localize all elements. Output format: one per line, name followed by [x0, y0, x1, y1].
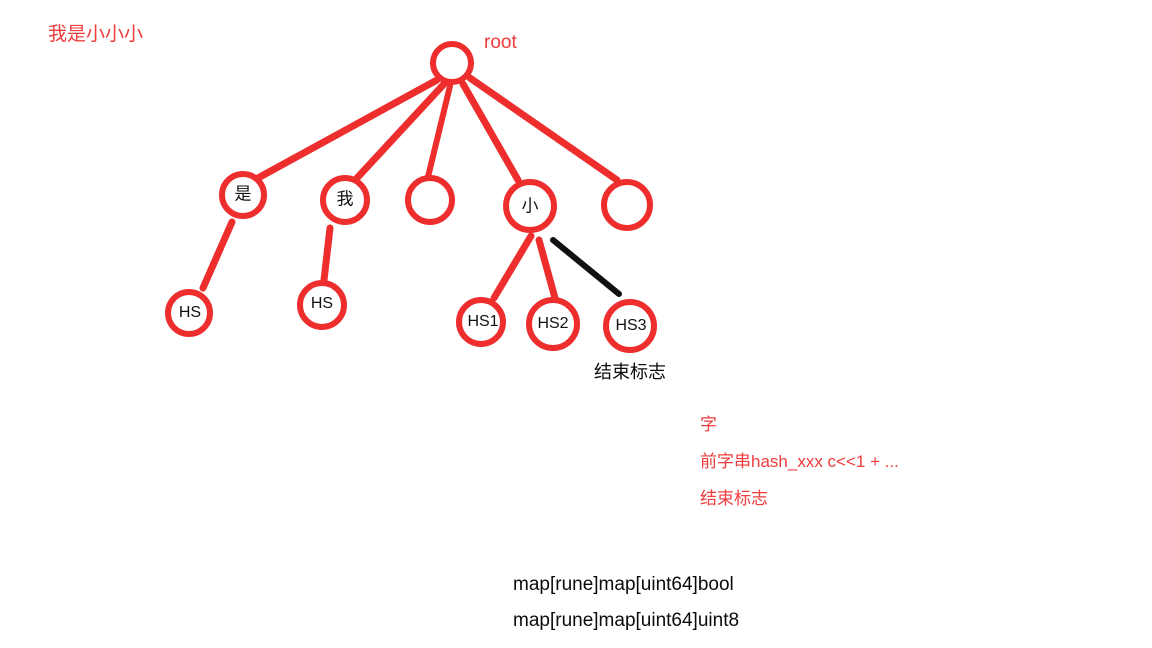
edges-level2-to-level3	[199, 218, 622, 302]
node-shi[interactable]	[219, 171, 267, 219]
node-circles	[165, 41, 657, 353]
legend-note-block: 字 前字串hash_xxx c<<1 + ... 结束标志	[700, 410, 899, 509]
code-note-block: map[rune]map[uint64]bool map[rune]map[ui…	[513, 574, 739, 632]
edge-root-to-empty-1	[425, 83, 453, 180]
edge-shi-to-hs-a	[199, 218, 236, 292]
node-hs-b-label: HS	[311, 295, 333, 312]
edge-root-to-shi	[254, 76, 441, 182]
edge-wo-to-hs-b	[320, 224, 334, 284]
note-line-2: 前字串hash_xxx c<<1 + ...	[700, 452, 899, 471]
note-line-1: 字	[700, 415, 717, 434]
node-xiao-label: 小	[522, 196, 539, 215]
node-labels: 是 我 小 HS HS HS1 HS2 HS3	[179, 184, 647, 334]
root-node[interactable]	[430, 41, 474, 85]
node-hs2[interactable]	[526, 297, 580, 351]
edge-xiao-to-hs2	[535, 236, 559, 302]
edge-root-to-wo	[353, 80, 448, 182]
edge-root-to-xiao	[459, 80, 522, 184]
edges-root-to-level2	[254, 74, 621, 184]
root-label: root	[484, 32, 517, 53]
node-empty-1[interactable]	[405, 175, 455, 225]
code-line-1: map[rune]map[uint64]bool	[513, 574, 734, 595]
node-hs1[interactable]	[456, 297, 506, 347]
node-xiao[interactable]	[503, 179, 557, 233]
node-hs-a[interactable]	[165, 289, 213, 337]
node-empty-2[interactable]	[601, 179, 653, 231]
edge-xiao-to-hs3-end-marker	[550, 237, 622, 297]
code-line-2: map[rune]map[uint64]uint8	[513, 610, 740, 631]
node-hs-a-label: HS	[179, 304, 201, 321]
node-shi-label: 是	[235, 184, 252, 203]
edge-root-to-empty-2	[466, 74, 621, 184]
node-wo[interactable]	[320, 175, 370, 225]
note-line-3: 结束标志	[700, 489, 768, 508]
node-hs3-label: HS3	[615, 317, 646, 334]
node-hs2-label: HS2	[537, 315, 568, 332]
annotation-top-left: 我是小小小	[48, 24, 144, 45]
edge-xiao-to-hs1	[490, 232, 535, 302]
node-hs3[interactable]	[603, 299, 657, 353]
node-hs1-label: HS1	[467, 313, 498, 330]
node-hs-b[interactable]	[297, 280, 347, 330]
end-marker-label: 结束标志	[594, 362, 666, 382]
node-wo-label: 我	[337, 189, 354, 208]
